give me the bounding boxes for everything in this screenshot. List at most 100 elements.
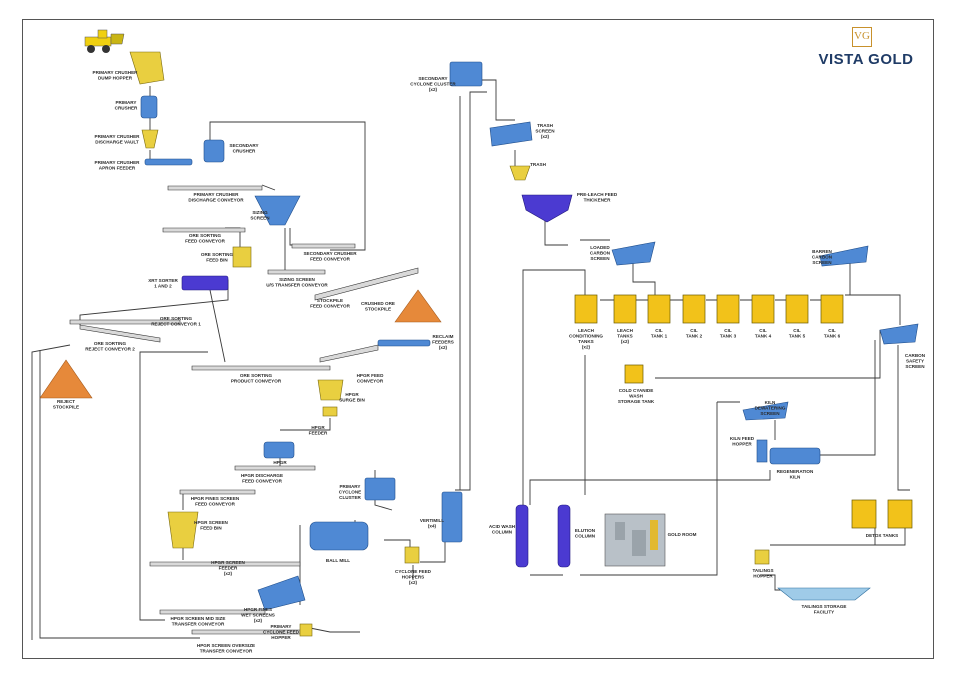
vista-gold-logo: VG VISTA GOLD: [806, 27, 926, 75]
diagram-border: [22, 19, 934, 659]
ore-sorting-product-conveyor: [191, 365, 331, 371]
leach-conditioning-tank: [574, 294, 598, 324]
crushed-ore-stockpile: [394, 289, 442, 323]
hpgr-discharge-feed-conveyor: [234, 465, 316, 471]
primary-crusher: [140, 95, 158, 119]
cil-tank-1: [647, 294, 671, 324]
hpgr-feed-conveyor: [319, 344, 379, 363]
tailings-storage-facility: [777, 587, 871, 601]
cil-tank-6: [820, 294, 844, 324]
secondary-cyclone-cluster: [449, 61, 483, 87]
loader-truck: [84, 29, 125, 53]
gold-room: [604, 513, 666, 567]
sizing-screen-us-transfer-conveyor: [267, 269, 326, 275]
secondary-crusher-feed-conveyor: [291, 243, 356, 249]
regeneration-kiln: [769, 447, 821, 465]
cil-tank-5: [785, 294, 809, 324]
primary-crusher-dump-hopper: [129, 51, 165, 85]
sizing-screen: [254, 195, 301, 226]
hpgr: [263, 441, 295, 459]
acid-wash-column: [515, 504, 529, 568]
cil-tank-3: [716, 294, 740, 324]
label-ball-mill: BALL MILL: [326, 558, 350, 563]
logo-wordmark: VISTA GOLD: [818, 51, 914, 68]
cil-tank-4: [751, 294, 775, 324]
xrt-sorter: [181, 275, 229, 291]
trash: [509, 165, 531, 181]
ore-sorting-feed-conveyor: [162, 227, 246, 233]
kiln-dewatering-screen: [742, 401, 789, 421]
hpgr-surge-bin: [317, 379, 344, 401]
label-hpgr: HPGR: [273, 460, 287, 465]
cil-tank-2: [682, 294, 706, 324]
hpgr-screen-feed-bin: [167, 511, 199, 549]
carbon-safety-screen: [879, 323, 919, 345]
logo-mark: VG: [852, 27, 872, 47]
vertimill: [441, 491, 463, 543]
primary-crusher-apron-feeder: [144, 158, 193, 166]
primary-crusher-discharge-vault: [141, 129, 159, 149]
secondary-crusher: [203, 139, 225, 163]
stockpile-feed-conveyor: [314, 267, 419, 301]
reject-stockpile: [39, 359, 93, 399]
cold-cyanide-wash-storage-tank: [624, 364, 644, 384]
hpgr-screen-feeder: [149, 561, 301, 567]
leach-tank: [613, 294, 637, 324]
hpgr-fines-screen-feed-conveyor: [179, 489, 256, 495]
barren-carbon-screen: [819, 245, 869, 267]
pre-leach-feed-thickener: [521, 194, 573, 223]
ore-sorting-reject-conveyor-2: [79, 324, 161, 343]
reclaim-feeders: [377, 339, 431, 347]
ball-mill: [309, 521, 369, 551]
primary-crusher-discharge-conveyor: [167, 185, 263, 191]
label-vertimill: VERTIMILL(x4): [420, 518, 444, 529]
hpgr-screen-mid-size-transfer-conveyor: [159, 609, 266, 615]
trash-screen: [489, 121, 533, 147]
